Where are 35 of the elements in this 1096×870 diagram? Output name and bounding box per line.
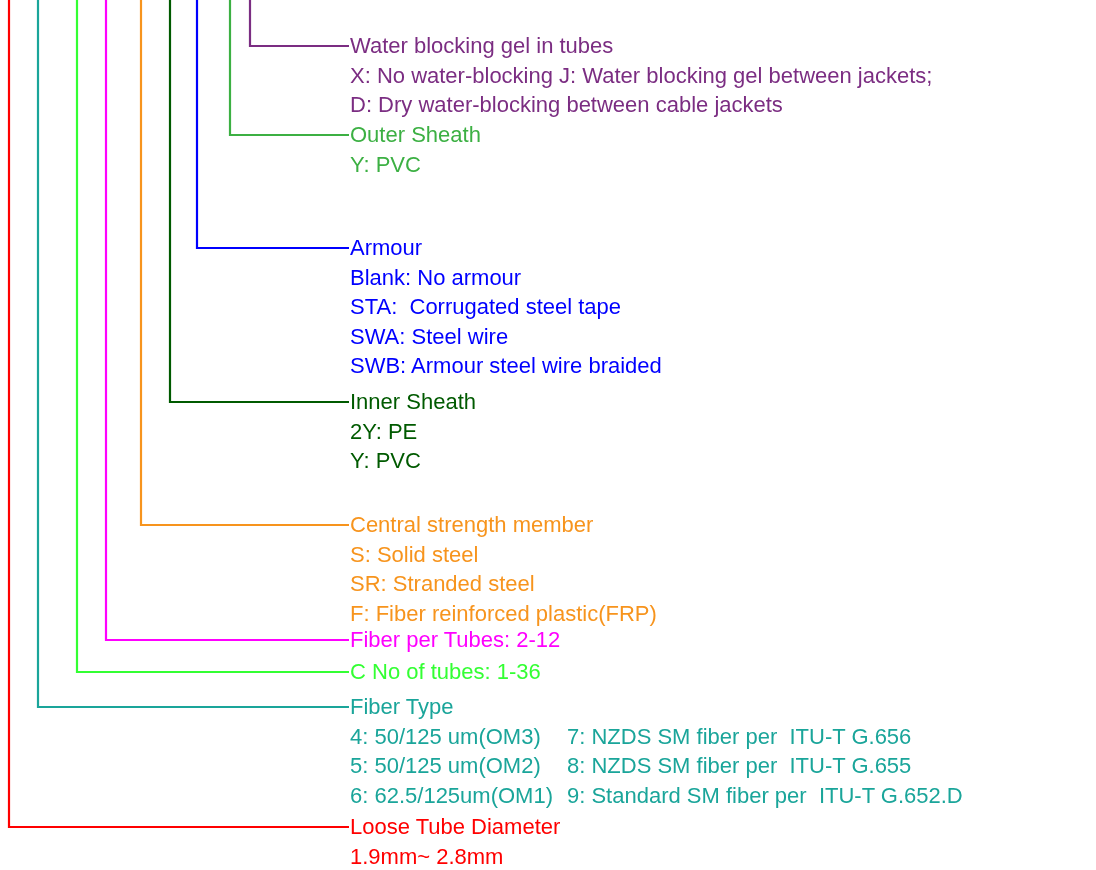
code-option: SR: Stranded steel [350, 569, 657, 599]
field-title: Fiber per Tubes: 2-12 [350, 626, 561, 654]
leader-line [228, 0, 349, 137]
code-option: D: Dry water-blocking between cable jackets [350, 90, 933, 120]
code-option: S: Solid steel [350, 539, 657, 569]
code-option: 5: 50/125 um(OM2) [350, 751, 553, 781]
field-title: Central strength member [350, 511, 595, 539]
code-option: X: No water-blocking J: Water blocking gel between jackets; [350, 60, 933, 90]
code-option: 6: 62.5/125um(OM1) [350, 780, 553, 810]
leader-line [168, 0, 349, 404]
field-title: Water blocking gel in tubes [350, 32, 615, 60]
leader-line [36, 0, 349, 709]
field-title: Fiber Type [350, 693, 455, 721]
code-option: 2Y: PE [350, 416, 476, 446]
code-option: 9: Standard SM fiber per ITU-T G.652.D [567, 780, 963, 810]
code-option: F: Fiber reinforced plastic(FRP) [350, 598, 657, 628]
code-option: SWB: Armour steel wire braided [350, 351, 662, 381]
code-option: 4: 50/125 um(OM3) [350, 721, 553, 751]
code-option: SWA: Steel wire [350, 321, 662, 351]
code-option: Y: PVC [350, 446, 476, 476]
code-option: 1.9mm~ 2.8mm [350, 841, 561, 870]
code-option: Y: PVC [350, 149, 481, 179]
leader-line [248, 0, 349, 48]
field-title: Inner Sheath [350, 388, 476, 416]
leader-line [139, 0, 349, 527]
field-title: C No of tubes: 1-36 [350, 658, 541, 686]
field-title: Outer Sheath [350, 121, 481, 149]
code-option: STA: Corrugated steel tape [350, 292, 662, 322]
leader-line [7, 0, 349, 829]
code-option: 7: NZDS SM fiber per ITU-T G.656 [567, 721, 963, 751]
field-title: Armour [350, 234, 424, 262]
code-option: Blank: No armour [350, 262, 662, 292]
field-title: Loose Tube Diameter [350, 813, 561, 841]
leader-line [195, 0, 349, 250]
code-option: 8: NZDS SM fiber per ITU-T G.655 [567, 751, 963, 781]
